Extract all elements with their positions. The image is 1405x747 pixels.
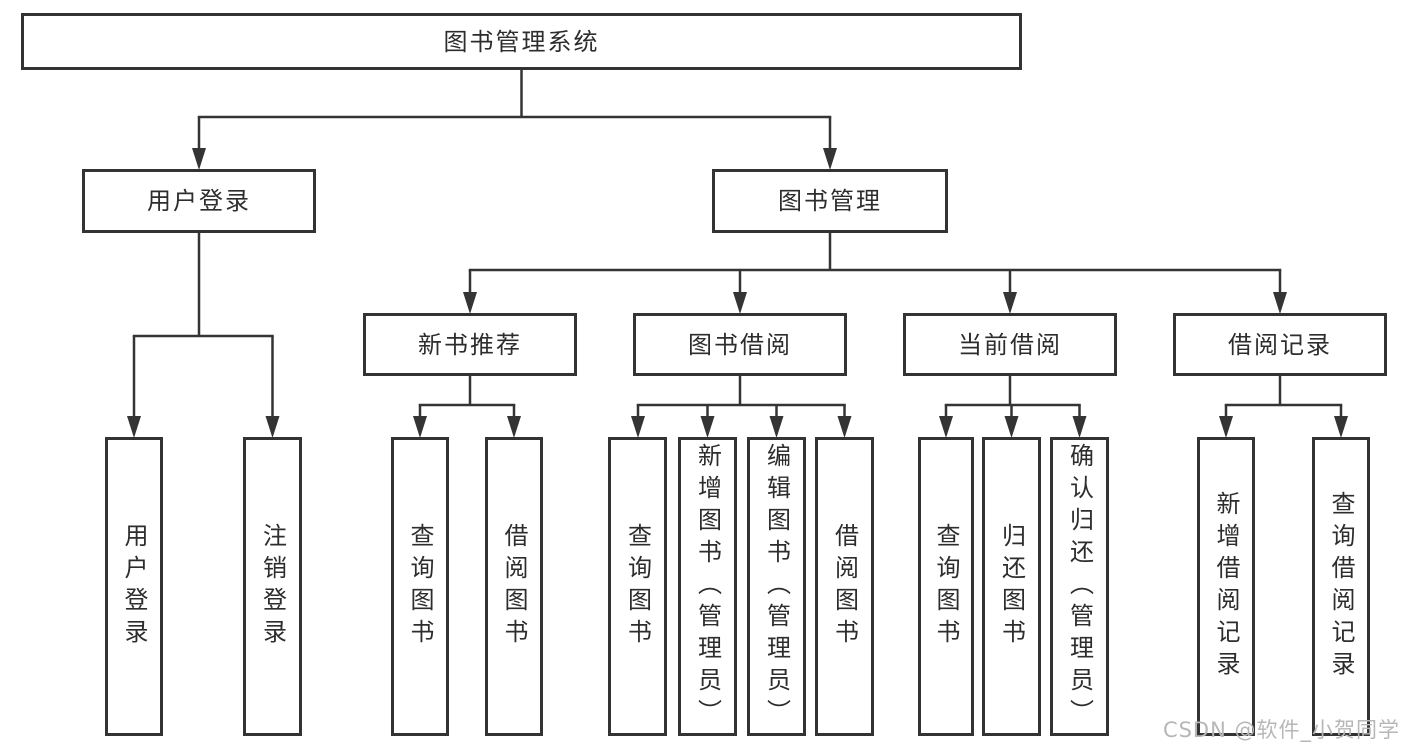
node-library-system: 图书管理系统 <box>21 13 1022 70</box>
leaf-add-borrow-record: 新增借阅记录 <box>1197 437 1255 736</box>
node-current-borrowing: 当前借阅 <box>903 313 1117 376</box>
node-label: 图书管理系统 <box>443 27 600 56</box>
node-label: 新增图书（管理员） <box>693 442 722 731</box>
node-label: 查询图书 <box>406 522 434 651</box>
node-label: 用户登录 <box>147 187 251 215</box>
leaf-query-books-recommend: 查询图书 <box>391 437 449 736</box>
node-label: 查询图书 <box>932 522 960 651</box>
leaf-query-books-current: 查询图书 <box>918 437 974 736</box>
csdn-watermark: CSDN @软件_小贺同学 <box>1162 718 1400 742</box>
leaf-query-borrow-record: 查询借阅记录 <box>1312 437 1370 736</box>
node-label: 借阅记录 <box>1228 330 1332 359</box>
node-label: 图书借阅 <box>688 330 792 359</box>
leaf-borrow-books-recommend: 借阅图书 <box>485 437 543 736</box>
node-label: 注销登录 <box>258 522 287 651</box>
node-label: 图书管理 <box>778 187 882 215</box>
node-label: 查询借阅记录 <box>1327 490 1355 683</box>
node-new-book-recommendation: 新书推荐 <box>363 313 577 376</box>
node-book-management: 图书管理 <box>712 169 948 233</box>
node-label: 当前借阅 <box>958 330 1062 359</box>
node-label: 查询图书 <box>623 522 652 651</box>
leaf-logout: 注销登录 <box>243 437 302 736</box>
node-label: 编辑图书（管理员） <box>762 442 791 731</box>
arrowheads <box>127 148 1348 438</box>
node-label: 归还图书 <box>997 522 1026 651</box>
node-book-borrowing: 图书借阅 <box>633 313 847 376</box>
node-user-login: 用户登录 <box>82 169 316 233</box>
node-label: 新增借阅记录 <box>1212 490 1240 683</box>
node-label: 确认归还（管理员） <box>1065 442 1094 731</box>
node-label: 用户登录 <box>120 522 148 651</box>
node-label: 借阅图书 <box>500 522 528 651</box>
leaf-query-books-borrow: 查询图书 <box>608 437 667 736</box>
leaf-add-books-admin: 新增图书（管理员） <box>678 437 737 736</box>
leaf-return-books: 归还图书 <box>982 437 1041 736</box>
leaf-user-login: 用户登录 <box>105 437 163 736</box>
node-label: 借阅图书 <box>830 522 859 651</box>
leaf-confirm-return-admin: 确认归还（管理员） <box>1050 437 1109 736</box>
leaf-edit-books-admin: 编辑图书（管理员） <box>747 437 806 736</box>
node-borrowing-records: 借阅记录 <box>1173 313 1387 376</box>
node-label: 新书推荐 <box>418 330 522 359</box>
leaf-borrow-books: 借阅图书 <box>815 437 874 736</box>
